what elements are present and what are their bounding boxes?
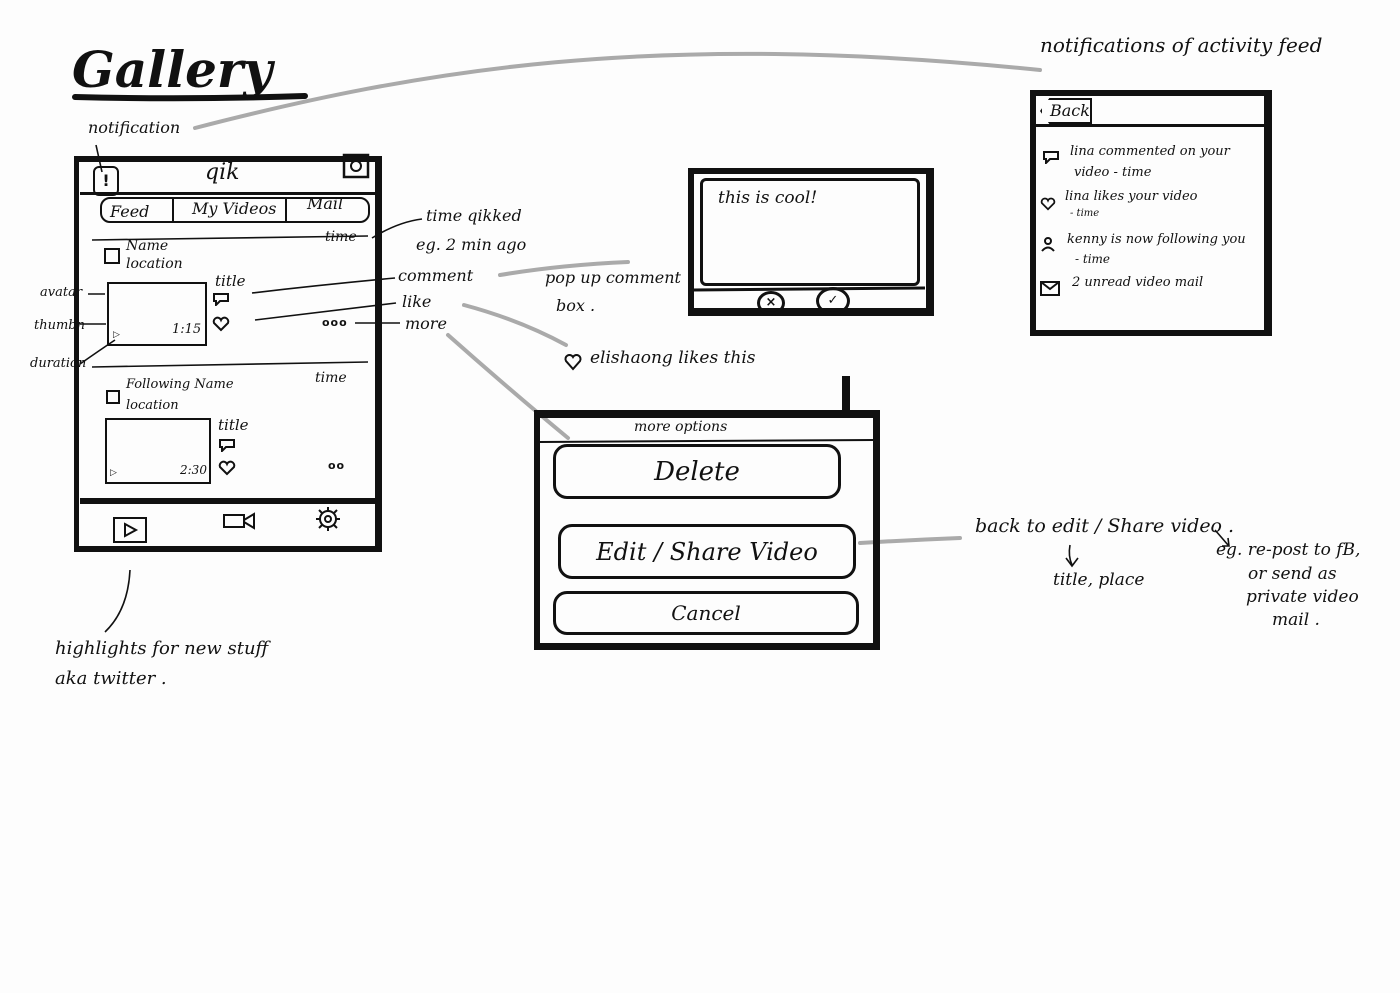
activity-item-line1[interactable]: lina commented on your — [1070, 144, 1230, 159]
highlights-annotation-2: aka twitter . — [55, 668, 167, 689]
camera-refresh-icon[interactable] — [342, 153, 370, 179]
tab-bar — [100, 197, 370, 223]
delete-button[interactable]: Delete — [553, 444, 841, 499]
avatar[interactable] — [106, 390, 120, 404]
more-options-header: more options — [634, 419, 728, 435]
heart-icon — [1040, 197, 1056, 211]
activity-item-line2: video - time — [1074, 165, 1152, 180]
mail-icon — [1040, 281, 1060, 296]
comment-text: this is cool! — [718, 188, 818, 208]
post-name[interactable]: Name — [126, 238, 169, 254]
post-time: time — [315, 370, 347, 386]
frame-edge — [842, 376, 850, 416]
video-thumbnail[interactable] — [107, 282, 207, 346]
play-icon[interactable] — [112, 516, 148, 544]
cancel-icon[interactable]: × — [757, 291, 785, 315]
notification-icon[interactable]: ! — [93, 166, 119, 196]
comment-icon[interactable] — [218, 438, 236, 452]
edit-share-video-button[interactable]: Edit / Share Video — [558, 524, 856, 579]
popup-comment-annotation-2: box . — [556, 296, 596, 315]
comment-popup-frame — [688, 168, 934, 316]
video-duration: 1:15 — [172, 322, 202, 337]
more-options-dots[interactable]: oo — [328, 459, 346, 472]
confirm-icon[interactable]: ✓ — [816, 287, 850, 315]
repost-annotation-3: private video — [1246, 587, 1359, 607]
popup-comment-annotation-1: pop up comment — [545, 268, 681, 287]
activity-item-line1[interactable]: 2 unread video mail — [1072, 275, 1204, 290]
post-name[interactable]: Following Name — [126, 377, 234, 392]
video-duration: 2:30 — [180, 463, 207, 477]
phone-frame — [74, 156, 382, 552]
post-time: time — [325, 229, 357, 245]
more-options-dots[interactable]: ooo — [322, 316, 348, 329]
likes-this-annotation: elishaong likes this — [590, 348, 756, 368]
video-thumbnail[interactable] — [105, 418, 211, 484]
bottom-bar-divider — [80, 498, 376, 504]
back-button-outline — [1040, 98, 1092, 124]
notifications-feed-annotation: notifications of activity feed — [1040, 33, 1323, 57]
play-icon: ▷ — [110, 468, 117, 478]
activity-item-line1[interactable]: lina likes your video — [1065, 189, 1198, 204]
post-location: location — [126, 398, 179, 413]
repost-annotation-2: or send as — [1248, 564, 1337, 584]
back-button[interactable]: Back — [1050, 101, 1090, 120]
time-example-annotation: eg. 2 min ago — [416, 235, 527, 254]
title-place-annotation: title, place — [1053, 570, 1145, 590]
repost-annotation-4: mail . — [1272, 610, 1320, 630]
more-options-frame — [534, 410, 880, 650]
heart-icon[interactable] — [218, 460, 236, 476]
thumbnail-annotation: thumbn — [34, 318, 85, 333]
avatar-annotation: avatar — [40, 285, 83, 300]
heart-icon — [564, 354, 582, 371]
activity-header-divider — [1036, 124, 1264, 127]
app-name: qik — [205, 160, 240, 185]
duration-annotation: duration — [30, 356, 87, 371]
comment-annotation: comment — [398, 266, 474, 285]
gallery-title: Gallery — [72, 40, 273, 99]
gear-icon[interactable] — [314, 505, 342, 533]
play-icon: ▷ — [113, 330, 120, 340]
comment-icon — [1043, 151, 1059, 164]
notification-annotation: notification — [88, 118, 181, 137]
like-annotation: like — [402, 292, 432, 311]
activity-item-line1[interactable]: kenny is now following you — [1067, 232, 1246, 247]
comment-icon[interactable] — [212, 292, 230, 306]
tab-feed[interactable]: Feed — [110, 202, 150, 221]
tab-mail[interactable]: Mail — [307, 194, 344, 213]
phone-header — [80, 162, 376, 195]
cancel-button[interactable]: Cancel — [553, 591, 859, 635]
user-icon — [1041, 237, 1055, 252]
heart-icon[interactable] — [212, 316, 230, 332]
tab-divider — [285, 199, 287, 221]
avatar[interactable] — [104, 248, 120, 264]
more-annotation: more — [405, 314, 447, 333]
post-location: location — [126, 256, 183, 272]
back-to-edit-annotation: back to edit / Share video . — [975, 515, 1235, 537]
tab-my-videos[interactable]: My Videos — [192, 199, 277, 218]
post-title: title — [215, 272, 246, 290]
activity-feed-frame — [1030, 90, 1272, 336]
time-qikked-annotation: time qikked — [426, 206, 522, 225]
repost-annotation-1: eg. re-post to fB, — [1216, 540, 1361, 560]
comment-input[interactable] — [700, 178, 920, 286]
post-title: title — [218, 416, 249, 434]
activity-item-line2: - time — [1075, 252, 1111, 266]
activity-item-line2: - time — [1070, 208, 1100, 219]
video-camera-icon[interactable] — [222, 510, 256, 530]
highlights-annotation-1: highlights for new stuff — [55, 638, 269, 659]
tab-divider — [172, 199, 174, 221]
